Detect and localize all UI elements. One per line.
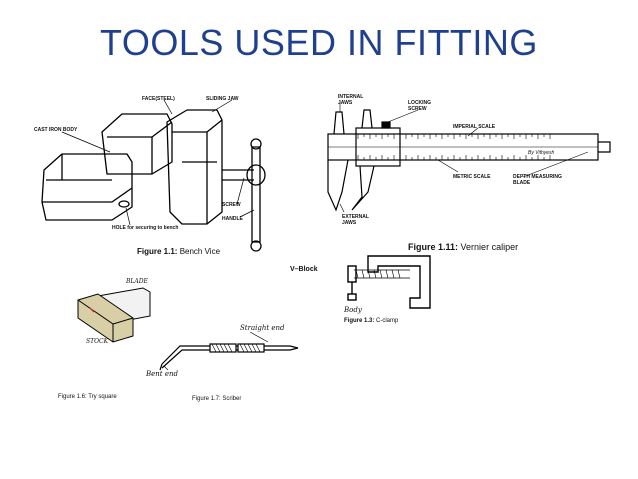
label-hole: HOLE for securing to bench — [112, 225, 179, 231]
bench-vice-drawing — [41, 99, 266, 252]
label-imperial-scale: IMPERIAL SCALE — [453, 124, 496, 130]
label-straight-end: Straight end — [240, 324, 285, 332]
label-blade: BLADE — [126, 278, 148, 285]
label-face-steel: FACE(STEEL) — [142, 96, 175, 102]
caption-figure-number: Figure 1.1: — [137, 247, 178, 256]
label-brand: By Vithyesh — [528, 150, 555, 156]
scriber-figure: Straight end Bent end Figure 1.7: Scribe… — [140, 320, 300, 410]
bench-vice-caption: Figure 1.1: Bench Vice — [137, 247, 220, 256]
try-square-figure: BLADE STOCK Figure 1.6: Try square — [58, 278, 178, 408]
caption-text: Bench Vice — [179, 247, 221, 256]
label-cast-iron-body: CAST IRON BODY — [34, 127, 78, 133]
caption-figure-number: Figure 1.11: — [408, 242, 459, 252]
v-block-area: V–Block — [290, 262, 330, 282]
bench-vice-figure: FACE(STEEL) SLIDING JAW CAST IRON BODY S… — [32, 92, 292, 262]
label-screw: SCREW — [222, 202, 241, 208]
c-clamp-figure: Body Figure 1.3: C-clamp — [340, 250, 440, 335]
label-depth-blade: DEPTH MEASURING BLADE — [513, 174, 562, 186]
scriber-caption: Figure 1.7: Scriber — [192, 396, 242, 402]
vernier-caption: Figure 1.11: Vernier caliper — [408, 242, 518, 252]
label-external-jaws: EXTERNAL JAWS — [342, 214, 369, 226]
label-metric-scale: METRIC SCALE — [453, 174, 491, 180]
caption-text: C-clamp — [376, 318, 399, 324]
vernier-caliper-drawing — [327, 102, 611, 213]
scriber-drawing — [159, 331, 299, 371]
label-locking-screw: LOCKING SCREW — [408, 100, 432, 112]
label-sliding-jaw: SLIDING JAW — [206, 96, 239, 102]
slide-title: TOOLS USED IN FITTING — [100, 22, 538, 63]
caption-text: Vernier caliper — [460, 242, 519, 252]
label-v-block: V–Block — [290, 266, 318, 273]
label-handle: HANDLE — [222, 216, 243, 222]
try-square-drawing — [77, 287, 151, 343]
c-clamp-caption: Figure 1.3: C-clamp — [344, 318, 398, 324]
vernier-caliper-figure: INTERNAL JAWS LOCKING SCREW IMPERIAL SCA… — [318, 92, 614, 257]
label-stock: STOCK — [86, 338, 109, 345]
label-internal-jaws: INTERNAL JAWS — [338, 94, 364, 106]
caption-figure-number: Figure 1.3: — [344, 318, 375, 324]
label-bent-end: Bent end — [146, 370, 178, 378]
c-clamp-drawing — [347, 255, 431, 309]
try-square-caption: Figure 1.6: Try square — [58, 394, 117, 400]
label-body: Body — [344, 306, 362, 314]
